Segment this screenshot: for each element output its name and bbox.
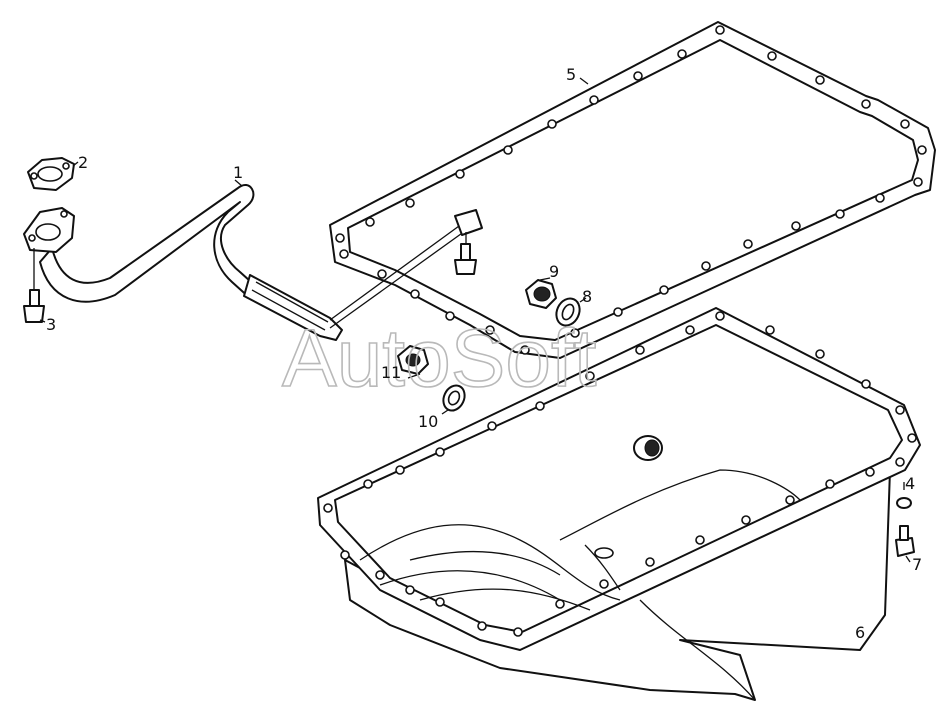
bolt-hole — [589, 95, 599, 105]
bolt-hole — [485, 325, 495, 335]
bolt-hole — [405, 198, 415, 208]
callout-7: 7 — [912, 555, 922, 574]
oil-pan-gasket — [329, 21, 936, 359]
callout-3: 3 — [46, 315, 56, 334]
bolt-hole — [895, 457, 905, 467]
bolt-hole — [677, 49, 687, 59]
bolt-hole — [715, 311, 725, 321]
leader-lines — [39, 77, 911, 563]
bolt-hole — [695, 535, 705, 545]
bolt-hole — [405, 585, 415, 595]
bolt-hole — [743, 239, 753, 249]
bolt-hole — [547, 119, 557, 129]
bolt-hole — [875, 193, 885, 203]
bolt-hole — [335, 233, 345, 243]
bolt-hole — [435, 597, 445, 607]
bolt-hole — [395, 465, 405, 475]
bolt-hole — [445, 311, 455, 321]
bolt-hole — [861, 379, 871, 389]
bolt-hole — [917, 145, 927, 155]
bolt-hole — [570, 328, 580, 338]
bolt-hole — [701, 261, 711, 271]
callout-9: 9 — [549, 262, 559, 281]
drain-plug-lower-icon — [397, 345, 429, 375]
bolt-hole — [900, 119, 910, 129]
callout-2: 2 — [78, 153, 88, 172]
bolt-hole — [535, 401, 545, 411]
oil-pickup-pipe — [23, 184, 483, 341]
bolt-hole — [323, 503, 333, 513]
callout-6: 6 — [855, 623, 865, 642]
bolt-hole — [435, 447, 445, 457]
bracket-bolt-icon — [454, 232, 477, 275]
bolt-hole — [645, 557, 655, 567]
side-bolt-icon — [895, 525, 915, 557]
bolt-hole — [685, 325, 695, 335]
bolt-hole — [835, 209, 845, 219]
bolt-hole — [555, 599, 565, 609]
bolt-hole — [741, 515, 751, 525]
bolt-hole — [377, 269, 387, 279]
bolt-hole — [613, 307, 623, 317]
bolt-hole — [865, 467, 875, 477]
bolt-hole — [635, 345, 645, 355]
bolt-hole — [767, 51, 777, 61]
bolt-hole — [339, 249, 349, 259]
bolt-hole — [633, 71, 643, 81]
bolt-icon — [23, 248, 45, 323]
bolt-hole — [487, 421, 497, 431]
callout-11: 11 — [381, 363, 401, 382]
bolt-hole — [785, 495, 795, 505]
drain-plug-icon — [525, 279, 557, 309]
watermark: AutoSoft — [282, 313, 597, 404]
bolt-hole — [599, 579, 609, 589]
bolt-hole — [861, 99, 871, 109]
bolt-hole — [815, 75, 825, 85]
bolt-hole — [455, 169, 465, 179]
flange-gasket — [27, 157, 75, 191]
bolt-hole — [375, 570, 385, 580]
callout-10: 10 — [418, 412, 438, 431]
bolt-hole — [715, 25, 725, 35]
bolt-hole — [585, 371, 595, 381]
bolt-hole — [765, 325, 775, 335]
callout-4: 4 — [905, 474, 915, 493]
bolt-hole — [513, 627, 523, 637]
bolt-hole — [363, 479, 373, 489]
bolt-hole — [913, 177, 923, 187]
bolt-hole — [907, 433, 917, 443]
bolt-hole — [791, 221, 801, 231]
callout-1: 1 — [233, 163, 243, 182]
side-washer-icon — [896, 497, 912, 509]
bolt-hole — [365, 217, 375, 227]
washer-lower-icon — [442, 384, 466, 412]
bolt-hole — [815, 349, 825, 359]
callout-5: 5 — [566, 65, 576, 84]
bolt-hole — [520, 345, 530, 355]
bolt-hole — [659, 285, 669, 295]
bolt-hole — [340, 550, 350, 560]
oil-pan — [317, 307, 921, 701]
bolt-hole — [410, 289, 420, 299]
callout-8: 8 — [582, 287, 592, 306]
bolt-hole — [895, 405, 905, 415]
bolt-hole — [477, 621, 487, 631]
bolt-hole — [825, 479, 835, 489]
bolt-hole — [503, 145, 513, 155]
washer-icon — [555, 297, 581, 327]
